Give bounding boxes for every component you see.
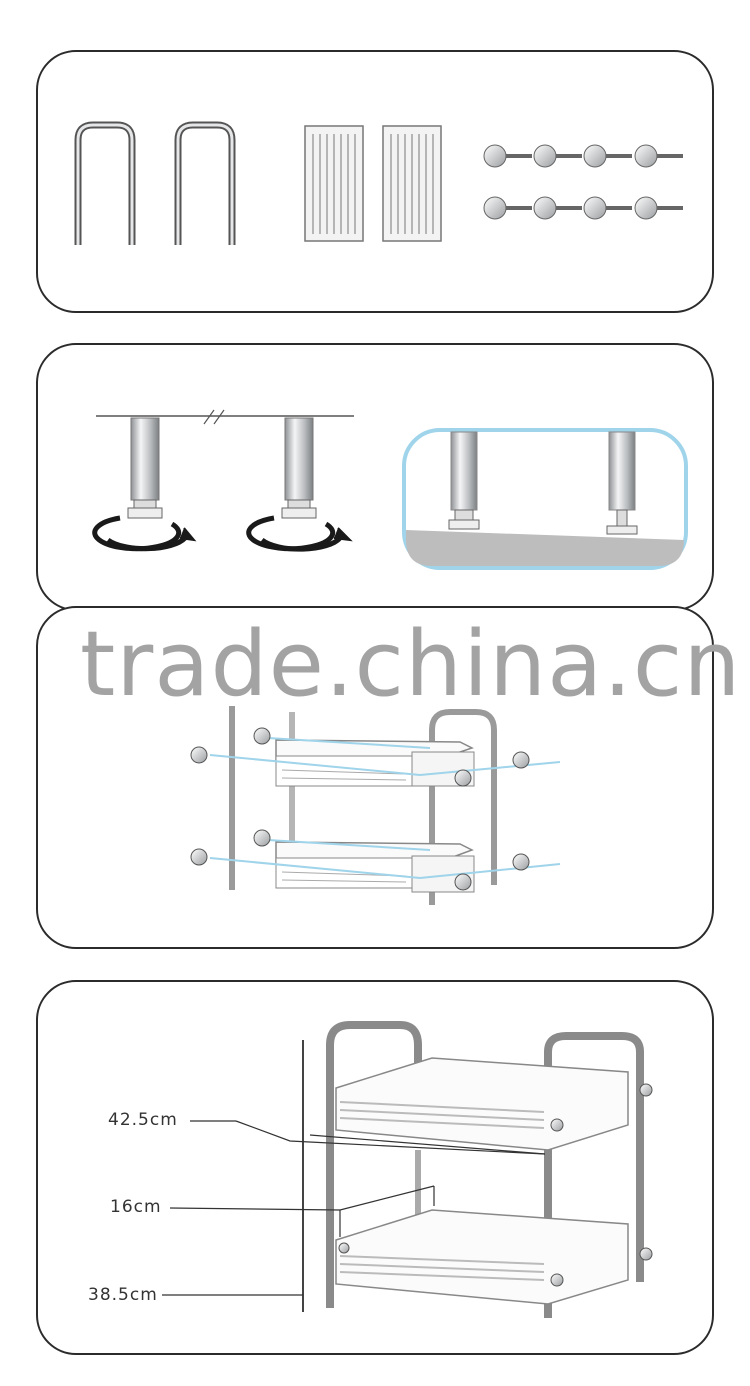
assembly-drawing <box>229 706 497 905</box>
assembly-guide-lines <box>209 737 561 879</box>
watermark: trade.china.cn <box>80 612 742 717</box>
detail-callout <box>402 428 688 570</box>
parts-panel <box>36 50 714 313</box>
width-label: 42.5cm <box>108 1110 178 1130</box>
screw-set <box>483 144 683 220</box>
depth-label: 38.5cm <box>88 1285 158 1305</box>
u-frame-right <box>174 121 236 245</box>
rotate-arrow-left <box>92 515 197 552</box>
dimension-lines <box>162 1120 546 1296</box>
leg-right <box>281 417 317 519</box>
shelf-rack-right <box>382 125 442 242</box>
leg-left <box>127 417 163 519</box>
floor-line <box>96 409 354 425</box>
u-frame-left <box>74 121 136 245</box>
rotate-arrow-right <box>246 515 353 552</box>
tier-gap-label: 16cm <box>110 1197 162 1217</box>
shelf-rack-left <box>304 125 364 242</box>
assembly-screws <box>190 727 530 891</box>
dimensions-panel <box>36 980 714 1355</box>
rack-dimension-drawing <box>302 1021 653 1318</box>
